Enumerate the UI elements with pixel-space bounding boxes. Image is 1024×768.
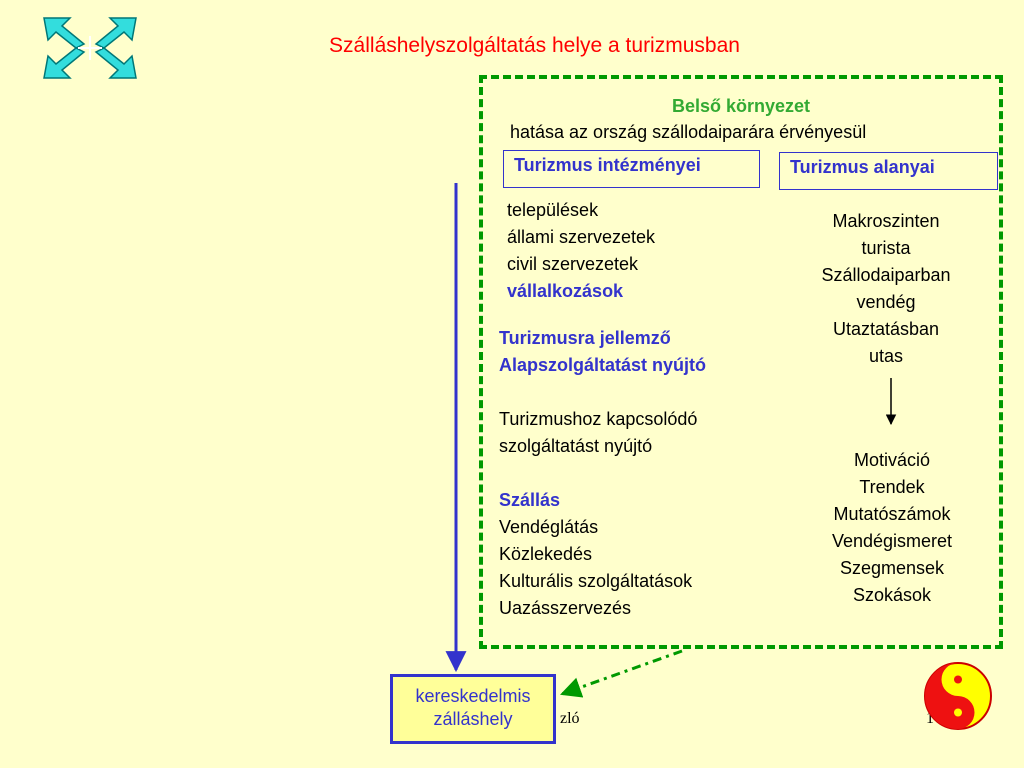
list-item: Kulturális szolgáltatások (499, 571, 693, 591)
list-item: Szállodaiparban (821, 265, 951, 285)
list-item: turista (861, 238, 911, 258)
list-item: Mutatószámok (833, 504, 951, 524)
related-service-line: szolgáltatást nyújtó (499, 436, 653, 456)
basic-service-line: Alapszolgáltatást nyújtó (499, 355, 707, 375)
list-item: Uazásszervezés (499, 598, 632, 618)
institutions-list: települések állami szervezetek civil sze… (507, 197, 655, 305)
subjects-list: Makroszinten turista Szállodaiparban ven… (786, 208, 986, 370)
list-item: Vendéglátás (499, 517, 599, 537)
institutions-box: Turizmus intézményei (503, 150, 760, 188)
list-item: Trendek (859, 477, 925, 497)
list-item: vállalkozások (507, 281, 624, 301)
inner-environment-frame (479, 75, 1003, 649)
arrows-logo-icon (43, 17, 137, 79)
footer-left-fragment: zló (560, 710, 580, 727)
related-service-line: Turizmushoz kapcsolódó (499, 409, 698, 429)
list-item: Szegmensek (839, 558, 945, 578)
list-item: állami szervezetek (507, 227, 656, 247)
subjects-box: Turizmus alanyai (779, 152, 998, 190)
commercial-lodging-box: kereskedelmis zálláshely (390, 674, 556, 744)
commercial-lodging-line: kereskedelmis (415, 686, 531, 706)
inner-environment-heading: Belső környezet (671, 96, 811, 116)
commercial-lodging-line: zálláshely (433, 709, 513, 729)
environment-arrow-line (560, 649, 683, 698)
lodging-label: Szállás (499, 490, 561, 510)
list-item: Utaztatásban (832, 319, 940, 339)
services-list: Turizmusra jellemző Alapszolgáltatást ny… (499, 325, 706, 622)
factors-list: Motiváció Trendek Mutatószámok Vendégism… (792, 447, 992, 609)
page-title: Szálláshelyszolgáltatás helye a turizmus… (329, 34, 740, 57)
list-item: Szokások (852, 585, 932, 605)
inner-environment-subheading: hatása az ország szállodaiparára érvénye… (510, 122, 867, 142)
list-item: települések (507, 200, 599, 220)
yin-yang-logo-icon (924, 662, 992, 730)
list-item: civil szervezetek (507, 254, 639, 274)
footer-page-number: 1 (926, 710, 934, 727)
basic-service-line: Turizmusra jellemző (499, 328, 671, 348)
list-item: utas (868, 346, 904, 366)
list-item: Makroszinten (832, 211, 940, 231)
list-item: Motiváció (853, 450, 931, 470)
list-item: vendég (856, 292, 916, 312)
list-item: Vendégismeret (831, 531, 953, 551)
list-item: Közlekedés (499, 544, 593, 564)
